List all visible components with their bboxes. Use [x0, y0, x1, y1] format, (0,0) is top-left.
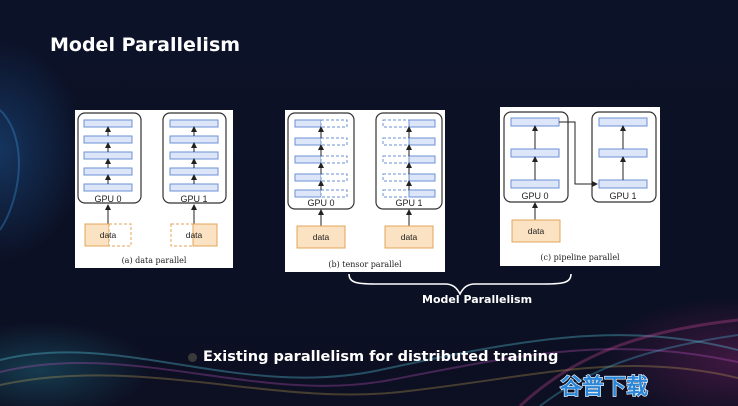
gpu0-layers: [294, 119, 348, 198]
tensor-parallel-panel: GPU 0 GPU 1 data data: [285, 110, 445, 272]
watermark-logo: 谷普下载: [559, 373, 648, 400]
gpu1-layers: [169, 119, 219, 192]
gpu1-label: GPU 1: [609, 191, 636, 201]
model-parallelism-brace: [348, 273, 572, 296]
data-parallel-diagram: GPU 0 GPU 1 data data (a: [77, 112, 227, 265]
bullet-text: Existing parallelism for distributed tra…: [203, 349, 559, 365]
watermark-text: 谷普下载: [560, 374, 648, 400]
data-parallel-panel: GPU 0 GPU 1 data data (a: [75, 110, 233, 268]
data-label-0: data: [313, 232, 330, 242]
gpu1-box: [591, 111, 657, 203]
data-label-1: data: [186, 230, 203, 240]
data-parallel-caption: (a) data parallel: [122, 256, 187, 265]
gpu0-layers: [83, 119, 133, 192]
data-box: data: [511, 219, 561, 243]
pipeline-connector: [559, 121, 598, 187]
gpu0-box: [77, 112, 142, 204]
data-label: data: [528, 226, 545, 236]
gpu1-layers: [598, 117, 648, 189]
tensor-parallel-caption: (b) tensor parallel: [328, 260, 402, 269]
slide-title: Model Parallelism: [50, 34, 241, 56]
gpu0-label: GPU 0: [94, 194, 121, 204]
gpu1-label: GPU 1: [180, 194, 207, 204]
pipeline-parallel-diagram: GPU 0 GPU 1 data (c) pipeline parallel: [503, 111, 657, 262]
data-box-1: data: [384, 225, 434, 249]
data-label-0: data: [100, 230, 117, 240]
bullet-dot-icon: [188, 352, 197, 362]
tensor-parallel-diagram: GPU 0 GPU 1 data data: [287, 112, 443, 269]
gpu0-label: GPU 0: [521, 191, 548, 201]
brace-label: Model Parallelism: [422, 293, 533, 306]
gpu1-label: GPU 1: [395, 198, 422, 208]
gpu0-label: GPU 0: [307, 198, 334, 208]
gpu1-box: [162, 112, 227, 204]
data-label-1: data: [401, 232, 418, 242]
data-box-0: data: [84, 223, 132, 247]
data-box-1: data: [170, 223, 218, 247]
data-box-0: data: [296, 225, 346, 249]
pipeline-parallel-caption: (c) pipeline parallel: [540, 253, 620, 262]
gpu0-layers: [510, 117, 560, 189]
pipeline-parallel-panel: GPU 0 GPU 1 data (c) pipeline parallel: [500, 107, 660, 266]
bullet-item: Existing parallelism for distributed tra…: [188, 349, 558, 365]
gpu1-layers: [382, 119, 436, 198]
